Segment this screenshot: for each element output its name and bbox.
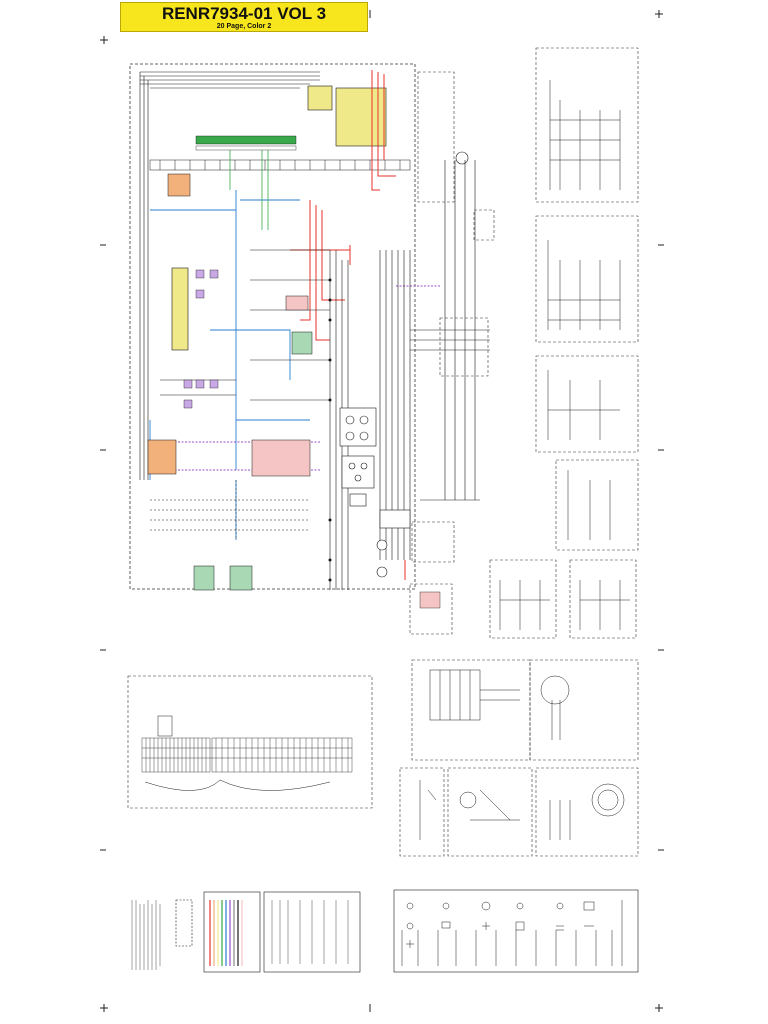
color-legend-box <box>203 891 261 973</box>
right-subdiagrams <box>489 47 639 639</box>
symbol-legend <box>393 889 639 973</box>
crop-marks <box>100 10 664 1012</box>
wire-color-legend <box>131 891 361 973</box>
sub-diagram-2 <box>535 215 639 343</box>
switch-panel <box>339 407 411 578</box>
green-plug-2 <box>229 565 253 591</box>
lower-right-wiring <box>419 669 625 840</box>
green-module-mid <box>291 331 313 355</box>
connector-pins <box>159 160 401 170</box>
sub-diagram-8 <box>529 659 639 761</box>
lower-harness <box>150 480 310 540</box>
sub-diagram-3 <box>535 355 639 453</box>
lower-right-diagrams <box>399 659 639 857</box>
sub-diagram-5 <box>489 559 557 639</box>
black-bus <box>160 249 411 590</box>
generator-phases <box>410 151 490 501</box>
main-schematic <box>129 63 495 635</box>
aux-box-2 <box>409 583 453 635</box>
green-wires <box>229 150 269 230</box>
sub-diagram-6 <box>569 559 637 639</box>
yellow-module-left <box>171 267 189 351</box>
relay-block <box>307 85 333 111</box>
connector-strip <box>195 135 297 151</box>
orange-module-upper <box>167 173 191 197</box>
gen-box-1 <box>417 71 455 203</box>
blue-wires <box>149 190 310 540</box>
sub-diagram-7 <box>411 659 531 761</box>
lower-left-harness-table <box>127 675 373 809</box>
main-border <box>129 63 416 590</box>
terminal-dots <box>328 278 332 582</box>
sub-diagram-4 <box>555 459 639 551</box>
document-subtitle: 20 Page, Color 2 <box>216 23 272 30</box>
orange-module-lower <box>147 439 177 475</box>
aux-box-1 <box>411 521 455 563</box>
green-plug-1 <box>193 565 215 591</box>
pink-module-lower <box>251 439 311 477</box>
sub-diagram-9 <box>399 767 445 857</box>
top-harness <box>139 71 320 480</box>
sub-diagram-10 <box>447 767 533 857</box>
sub-diagram-11 <box>535 767 639 857</box>
gen-box-2 <box>439 317 489 377</box>
title-block: RENR7934-01 VOL 3 20 Page, Color 2 <box>120 2 368 32</box>
document-title: RENR7934-01 VOL 3 <box>161 4 327 23</box>
sub-diagram-1 <box>535 47 639 203</box>
red-wires <box>290 70 406 580</box>
harness-table-border <box>127 675 373 809</box>
gen-box-3 <box>473 209 495 241</box>
right-subdiagram-wiring <box>499 80 630 630</box>
purple-relays <box>183 269 219 409</box>
pink-module-mid <box>285 295 309 311</box>
